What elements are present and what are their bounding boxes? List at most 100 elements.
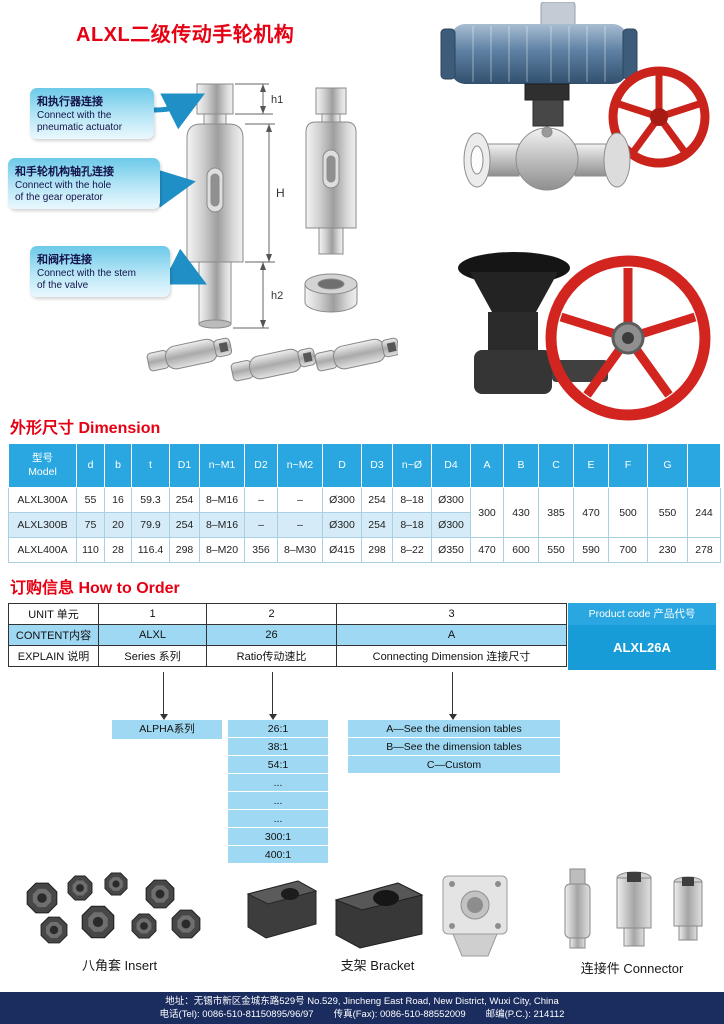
ratio-option: 300:1	[228, 828, 328, 846]
product-code-header: Product code 产品代号	[568, 603, 716, 625]
coupling-part	[146, 337, 233, 372]
product-code-value: ALXL26A	[568, 625, 716, 670]
callout-zh: 和阀杆连接	[37, 254, 92, 266]
order-section-title: 订购信息 How to Order	[10, 580, 180, 597]
order-label: CONTENT内容	[8, 624, 99, 646]
callout-en: of the valve	[37, 280, 89, 291]
insert-photo	[26, 872, 201, 944]
footer-tel: 电话(Tel): 0086-510-81150895/96/97	[159, 1009, 314, 1020]
dim-cell: 75	[76, 512, 105, 538]
dimension-options: A—See the dimension tables B—See the dim…	[348, 720, 560, 774]
unit-row: UNIT 单元 1 2 3	[8, 603, 567, 625]
dim-cell: 244	[687, 487, 721, 538]
coupling-part	[314, 337, 398, 372]
page-title: ALXL二级传动手轮机构	[76, 24, 295, 46]
dim-cell: 600	[503, 537, 539, 563]
dimension-option: C—Custom	[348, 756, 560, 774]
dim-cell: 298	[169, 537, 200, 563]
dim-cell: 356	[244, 537, 278, 563]
gear-operator-photo	[458, 252, 711, 421]
ratio-options: 26:1 38:1 54:1 ... ... ... 300:1 400:1	[228, 720, 328, 864]
pneumatic-actuator	[440, 24, 638, 84]
order-label: EXPLAIN 说明	[8, 645, 99, 667]
dim-cell-model: ALXL300A	[8, 487, 77, 513]
secondary-shaft-part	[304, 87, 358, 313]
callout-zh: 和手轮机构轴孔连接	[15, 166, 114, 178]
dim-cell: –	[277, 487, 323, 513]
dimension-option: B—See the dimension tables	[348, 738, 560, 756]
ratio-option: ...	[228, 774, 328, 792]
dim-col: D1	[169, 443, 200, 488]
coupling-parts-photo	[146, 337, 398, 382]
dim-cell: 116.4	[131, 537, 170, 563]
callout-en: Connect with the hole	[15, 180, 112, 191]
octagon-insert	[26, 872, 201, 944]
callout-en: Connect with the	[37, 110, 112, 121]
dim-col: F	[608, 443, 648, 488]
dim-cell: Ø300	[322, 487, 362, 513]
insert-label: 八角套 Insert	[81, 958, 158, 973]
dim-cell: 79.9	[131, 512, 170, 538]
table-row: ALXL400A 110 28 116.4 298 8–M20 356 8–M3…	[8, 537, 721, 563]
dim-col: D4	[431, 443, 471, 488]
dim-cell: 590	[573, 537, 609, 563]
dim-cell: 110	[76, 537, 105, 563]
dim-cell-model: ALXL400A	[8, 537, 77, 563]
dim-cell: 550	[647, 487, 688, 538]
dim-cell: –	[277, 512, 323, 538]
footer: 地址：无锡市新区金城东路529号 No.529, Jincheng East R…	[0, 992, 724, 1024]
dim-cell: Ø350	[431, 537, 471, 563]
callout-en: Connect with the stem	[37, 268, 136, 279]
order-cell: 26	[206, 624, 337, 646]
dim-col	[687, 443, 721, 488]
dim-label-H: H	[276, 186, 285, 200]
bracket-photo	[246, 875, 508, 957]
dim-cell: 278	[687, 537, 721, 563]
main-shaft-part	[186, 83, 244, 329]
dim-col: D	[322, 443, 362, 488]
dim-cell: 8–M16	[199, 512, 245, 538]
dim-cell: 8–M20	[199, 537, 245, 563]
dim-cell: Ø300	[431, 512, 471, 538]
order-cell: Ratio传动速比	[206, 645, 337, 667]
ratio-option: ...	[228, 792, 328, 810]
dim-col-model: 型号 Model	[8, 443, 77, 488]
dim-cell: 28	[104, 537, 132, 563]
dim-cell: 254	[169, 512, 200, 538]
ratio-option: 54:1	[228, 756, 328, 774]
bracket-angle-1	[246, 880, 318, 939]
flow-arrow	[269, 672, 277, 720]
connector-photo	[564, 868, 703, 949]
dim-cell: 300	[470, 487, 504, 538]
dim-cell: 430	[503, 487, 539, 538]
handwheel-large-icon	[545, 255, 711, 421]
dim-cell: 20	[104, 512, 132, 538]
gear-operator-body	[458, 252, 608, 394]
dim-cell: Ø300	[322, 512, 362, 538]
dimension-lines	[233, 83, 275, 329]
footer-address: 地址：无锡市新区金城东路529号 No.529, Jincheng East R…	[165, 996, 559, 1007]
dimension-option: A—See the dimension tables	[348, 720, 560, 738]
dim-col: E	[573, 443, 609, 488]
solenoid-box	[540, 2, 576, 27]
footer-fax: 传真(Fax): 0086-510-88552009	[333, 1009, 466, 1020]
dim-cell: 254	[361, 487, 393, 513]
ratio-option: ...	[228, 810, 328, 828]
callout-zh: 和执行器连接	[37, 96, 103, 108]
connector-label: 连接件 Connector	[580, 961, 684, 976]
order-cell: Connecting Dimension 连接尺寸	[336, 645, 567, 667]
dim-cell: 470	[573, 487, 609, 538]
content-row: CONTENT内容 ALXL 26 A	[8, 624, 567, 646]
dim-label-h2: h2	[271, 290, 283, 302]
explain-row: EXPLAIN 说明 Series 系列 Ratio传动速比 Connectin…	[8, 645, 567, 667]
dim-cell: 8–18	[392, 512, 432, 538]
dim-cell: 500	[608, 487, 648, 538]
dim-cell: 470	[470, 537, 504, 563]
footer-postcode: 邮编(P.C.): 214112	[485, 1009, 565, 1020]
dim-cell: 8–M16	[199, 487, 245, 513]
connector-3	[673, 876, 703, 941]
mounting-flange	[442, 875, 508, 957]
dim-label-h1: h1	[271, 94, 283, 106]
dimension-section-title: 外形尺寸 Dimension	[10, 420, 161, 437]
ball-valve-body	[463, 83, 631, 191]
